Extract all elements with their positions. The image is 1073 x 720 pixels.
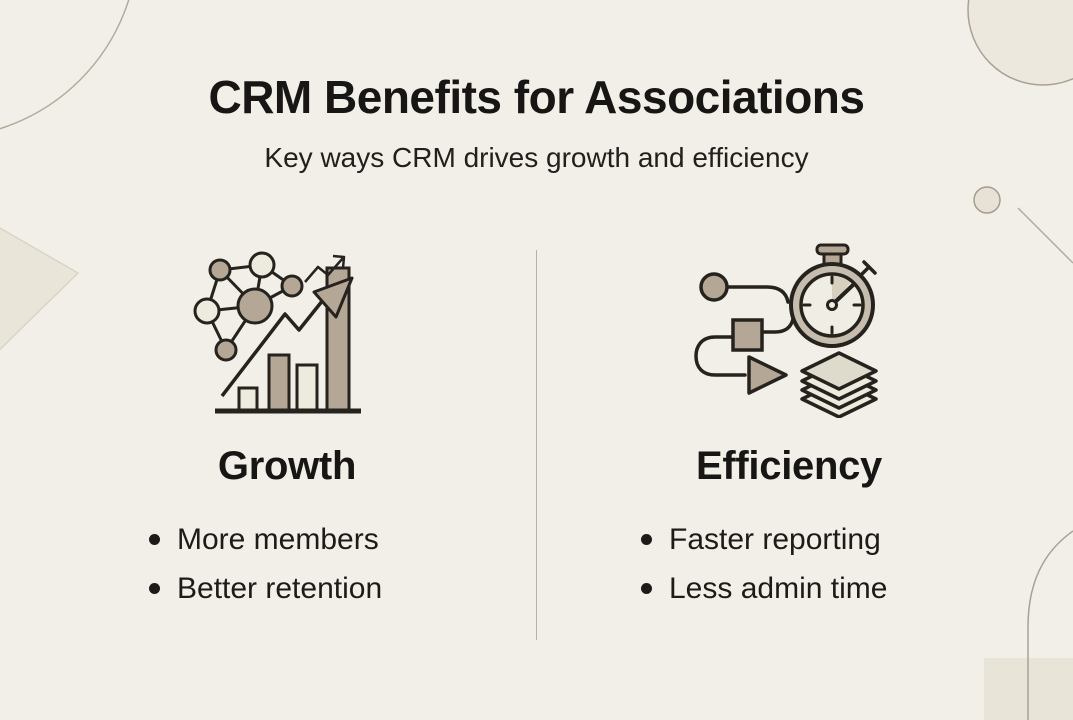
efficiency-bullet-2: Less admin time	[641, 564, 979, 613]
growth-bullet-2: Better retention	[149, 564, 477, 613]
efficiency-stopwatch-workflow-icon	[689, 238, 889, 419]
header: CRM Benefits for Associations Key ways C…	[0, 0, 1073, 174]
small-circle-right	[973, 186, 1001, 214]
bullet-dot	[149, 534, 160, 545]
corner-circle-top-right	[967, 0, 1073, 86]
page-subtitle: Key ways CRM drives growth and efficienc…	[264, 142, 809, 173]
efficiency-bullet-list: Faster reporting Less admin time	[599, 515, 979, 613]
efficiency-heading: Efficiency	[696, 444, 882, 488]
growth-network-bar-chart-icon	[187, 238, 387, 418]
efficiency-bullet-1: Faster reporting	[641, 515, 979, 564]
growth-bullet-list: More members Better retention	[97, 515, 477, 613]
diagonal-line-right	[1017, 207, 1073, 264]
triangle-left-edge	[0, 227, 80, 351]
efficiency-column: Efficiency Faster reporting Less admin t…	[599, 238, 979, 613]
page-title: CRM Benefits for Associations	[208, 71, 865, 123]
curve-bottom-right	[1027, 530, 1073, 720]
bullet-dot	[641, 583, 652, 594]
growth-heading: Growth	[217, 444, 357, 488]
growth-bullet-1: More members	[149, 515, 477, 564]
growth-column: Growth More members Better retention	[97, 238, 477, 613]
column-divider	[536, 250, 537, 640]
bullet-dot	[149, 583, 160, 594]
bullet-dot	[641, 534, 652, 545]
